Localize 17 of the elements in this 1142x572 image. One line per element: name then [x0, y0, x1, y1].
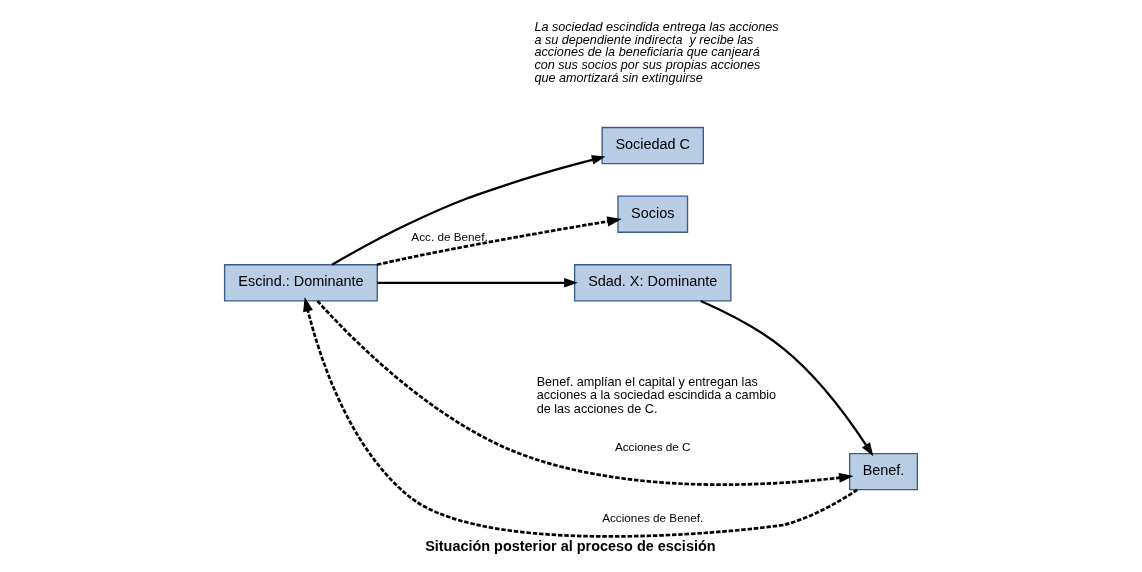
edge-label: Acciones de Benef. [602, 510, 704, 524]
node-box: Sociedad C [601, 126, 704, 165]
label: La sociedad escindida entrega las acciones a su dependiente indirecta y recibe las acciones de la beneficiaria que canjeará con sus socios por sus propias acciones que amortizará sin extinguirse [534, 20, 779, 85]
node-box: Socios [617, 195, 689, 233]
diagram-title: Situación posterior al proceso de escisión [425, 537, 716, 554]
node-box: Escind.: Dominante [223, 264, 378, 302]
edge-label: Acciones de C [614, 440, 691, 454]
node-box: Benef. [848, 452, 919, 491]
arrow [376, 216, 622, 267]
node-box: Sdad. X: Dominante [573, 264, 732, 302]
arrow [331, 155, 606, 266]
arrow [316, 300, 854, 486]
arrow [700, 299, 874, 457]
edge-label: Acc. de Benef. [411, 229, 488, 243]
arrow [377, 278, 578, 288]
arrow [303, 297, 858, 538]
label: Benef. amplían el capital y entregan las acciones a la sociedad escindida a cambio de las acciones de C. [536, 374, 777, 416]
